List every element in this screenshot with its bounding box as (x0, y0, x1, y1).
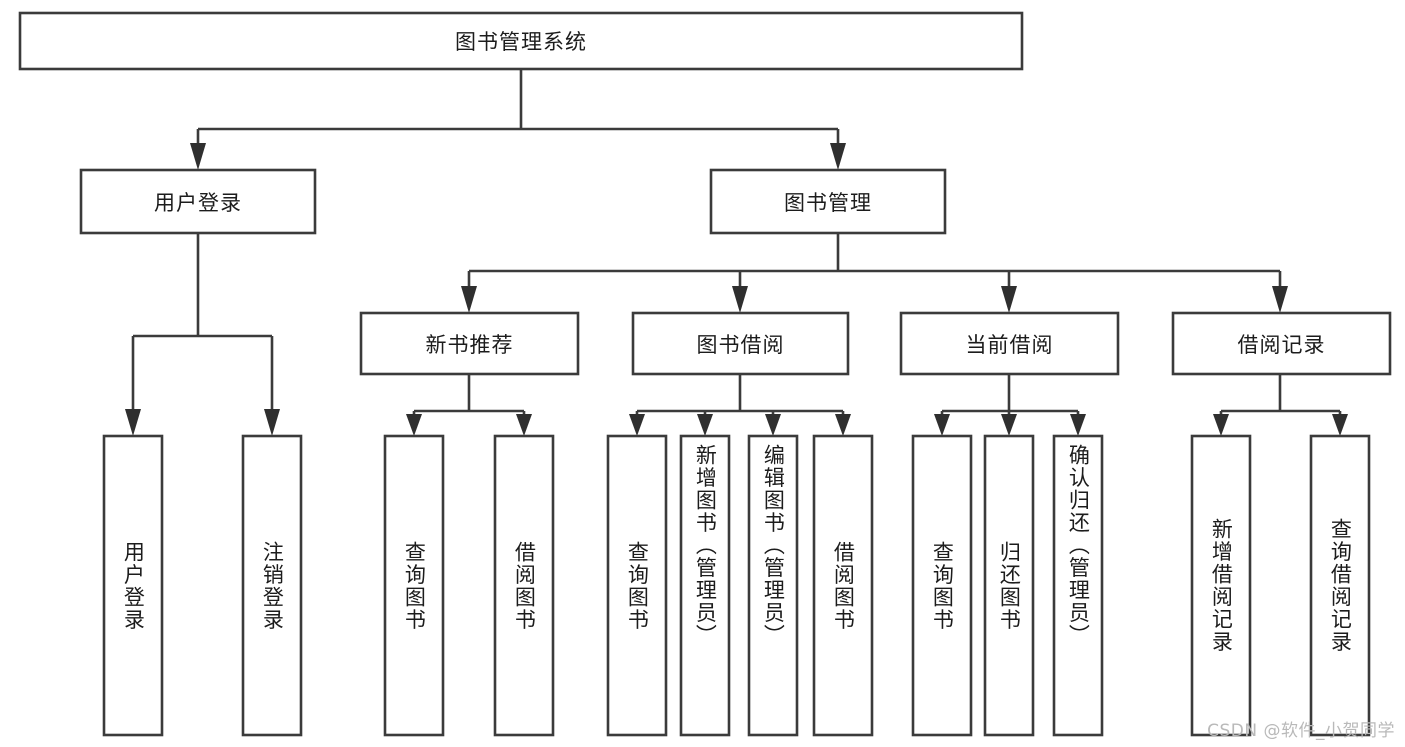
connector-group-root-to-level2 (190, 69, 846, 170)
arrowhead-book-borrow (732, 286, 748, 313)
arrowhead-leaf-return-book (1001, 414, 1017, 436)
node-box-leaf-borrow-book-1[interactable] (493, 434, 555, 737)
node-box-leaf-confirm-return[interactable] (1052, 434, 1104, 737)
arrowhead-leaf-borrow-book-2 (835, 414, 851, 436)
arrowhead-leaf-query-book-1 (406, 414, 422, 436)
node-box-leaf-edit-book[interactable] (747, 434, 799, 737)
node-box-leaf-add-book[interactable] (679, 434, 731, 737)
arrowhead-book-management (830, 143, 846, 170)
watermark-text: CSDN @软件_小贺同学 (1207, 721, 1395, 741)
arrowhead-leaf-add-book (697, 414, 713, 436)
connector-group-current-borrow-to-leaves (934, 374, 1086, 436)
node-box-user-login[interactable] (79, 168, 317, 235)
node-box-current-borrow[interactable] (899, 311, 1120, 376)
node-box-book-borrow[interactable] (631, 311, 850, 376)
node-box-leaf-borrow-book-2[interactable] (812, 434, 874, 737)
arrowhead-leaf-query-book-3 (934, 414, 950, 436)
node-box-leaf-return-book[interactable] (983, 434, 1035, 737)
connector-group-borrow-record-to-leaves (1213, 374, 1348, 436)
arrowhead-user-login (190, 143, 206, 170)
node-box-leaf-user-logout[interactable] (241, 434, 303, 737)
node-box-leaf-query-book-3[interactable] (911, 434, 973, 737)
node-box-leaf-query-book-2[interactable] (606, 434, 668, 737)
arrowhead-borrow-record (1272, 286, 1288, 313)
arrowhead-leaf-confirm-return (1070, 414, 1086, 436)
node-box-new-book-recommend[interactable] (359, 311, 580, 376)
connector-group-user-login-to-leaves (125, 233, 280, 436)
node-box-leaf-query-book-1[interactable] (383, 434, 445, 737)
arrowhead-leaf-edit-book (765, 414, 781, 436)
node-box-borrow-record[interactable] (1171, 311, 1392, 376)
arrowhead-leaf-query-record (1332, 414, 1348, 436)
node-box-leaf-add-record[interactable] (1190, 434, 1252, 737)
node-box-root[interactable] (18, 11, 1024, 71)
connector-group-book-management-to-level3 (461, 233, 1288, 313)
arrowhead-current-borrow (1001, 286, 1017, 313)
connector-group-book-borrow-to-leaves (629, 374, 851, 436)
arrowhead-leaf-user-logout (264, 409, 280, 436)
arrowhead-leaf-query-book-2 (629, 414, 645, 436)
arrowhead-leaf-borrow-book-1 (516, 414, 532, 436)
node-box-leaf-user-login[interactable] (102, 434, 164, 737)
arrowhead-new-book-recommend (461, 286, 477, 313)
connector-group-new-book-recommend-to-leaves (406, 374, 532, 436)
arrowhead-leaf-add-record (1213, 414, 1229, 436)
arrowhead-leaf-user-login (125, 409, 141, 436)
node-box-book-management[interactable] (709, 168, 947, 235)
node-box-leaf-query-record[interactable] (1309, 434, 1371, 737)
